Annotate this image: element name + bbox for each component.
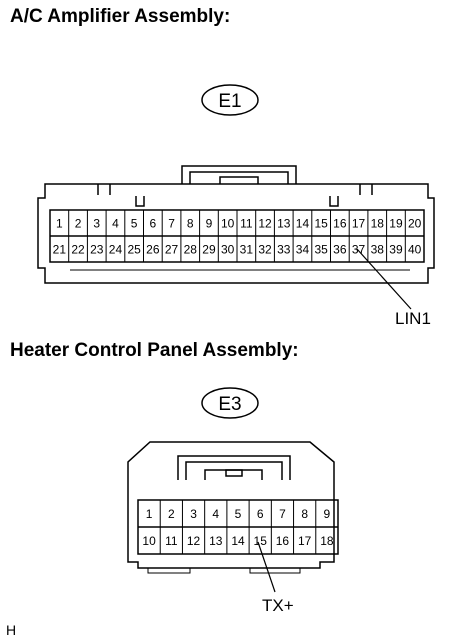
callout-txplus-label: TX+ [262, 596, 294, 615]
pin-number-e1-40: 40 [408, 242, 422, 256]
pin-number-e1-11: 11 [240, 216, 253, 230]
connector-e3-title: Heater Control Panel Assembly: [10, 340, 299, 361]
pin-number-e1-39: 39 [389, 242, 403, 256]
pin-number-e3-1: 1 [146, 507, 153, 521]
connector-e1-latch [181, 165, 297, 184]
connector-e3-code: E3 [218, 394, 241, 415]
pin-number-e1-4: 4 [112, 216, 119, 230]
footer-mark: H [6, 622, 17, 638]
pin-number-e3-4: 4 [212, 507, 219, 521]
pin-number-e3-2: 2 [168, 507, 175, 521]
pin-number-e1-20: 20 [408, 216, 422, 230]
pin-number-e3-17: 17 [298, 534, 312, 548]
pin-number-e1-27: 27 [165, 242, 179, 256]
pin-number-e1-19: 19 [389, 216, 403, 230]
connector-e1-body [37, 183, 435, 284]
pin-number-e1-1: 1 [56, 216, 63, 230]
pin-number-e1-37: 37 [352, 242, 366, 256]
pin-number-e1-24: 24 [109, 242, 123, 256]
connector-e3 [127, 387, 339, 574]
connector-e3-body [127, 441, 335, 569]
connector-e3-bottom-guides [147, 568, 301, 574]
pin-number-e1-31: 31 [240, 242, 254, 256]
pin-number-e1-38: 38 [371, 242, 385, 256]
pin-number-e1-23: 23 [90, 242, 104, 256]
pin-number-e1-30: 30 [221, 242, 235, 256]
pin-number-e1-12: 12 [258, 216, 272, 230]
callout-txplus-leader [257, 541, 276, 593]
pin-number-e1-16: 16 [333, 216, 347, 230]
pin-number-e1-9: 9 [206, 216, 213, 230]
connector-e3-badge [201, 387, 259, 419]
connector-e1-code: E1 [218, 91, 241, 112]
pin-number-e3-5: 5 [235, 507, 242, 521]
callout-lin1-label: LIN1 [395, 309, 431, 328]
pin-number-e3-3: 3 [190, 507, 197, 521]
pin-number-e1-14: 14 [296, 216, 310, 230]
callout-lin1-leader [356, 248, 412, 310]
pin-number-e1-17: 17 [352, 216, 366, 230]
pin-number-e3-6: 6 [257, 507, 264, 521]
pin-number-e3-16: 16 [276, 534, 290, 548]
pin-number-e3-8: 8 [301, 507, 308, 521]
pin-number-e3-14: 14 [231, 534, 245, 548]
connector-e1-badge [201, 84, 259, 116]
pin-number-e1-32: 32 [258, 242, 272, 256]
pin-number-e3-18: 18 [320, 534, 334, 548]
pin-number-e3-13: 13 [209, 534, 223, 548]
pin-number-e1-33: 33 [277, 242, 291, 256]
pin-number-e1-29: 29 [202, 242, 216, 256]
pin-number-e1-22: 22 [71, 242, 85, 256]
pin-number-e1-7: 7 [168, 216, 175, 230]
pin-number-e1-8: 8 [187, 216, 194, 230]
pin-number-e1-25: 25 [127, 242, 141, 256]
pin-number-e1-3: 3 [93, 216, 100, 230]
pin-number-e1-13: 13 [277, 216, 291, 230]
pin-number-e1-21: 21 [53, 242, 67, 256]
pin-number-e3-7: 7 [279, 507, 286, 521]
pin-number-e3-12: 12 [187, 534, 201, 548]
pin-number-e1-36: 36 [333, 242, 347, 256]
pin-number-e1-15: 15 [314, 216, 328, 230]
pin-number-e1-35: 35 [314, 242, 328, 256]
pin-number-e3-15: 15 [254, 534, 268, 548]
pin-number-e3-11: 11 [165, 534, 178, 548]
pin-number-e1-6: 6 [150, 216, 157, 230]
pin-number-e1-28: 28 [184, 242, 198, 256]
pin-number-e3-10: 10 [142, 534, 156, 548]
pin-number-e3-9: 9 [324, 507, 331, 521]
pin-number-e1-2: 2 [75, 216, 82, 230]
pin-number-e1-18: 18 [371, 216, 385, 230]
connector-e1-title: A/C Amplifier Assembly: [10, 6, 231, 27]
pin-number-e1-34: 34 [296, 242, 310, 256]
pin-number-e1-26: 26 [146, 242, 160, 256]
pin-number-e1-5: 5 [131, 216, 138, 230]
pin-number-e1-10: 10 [221, 216, 235, 230]
connector-e1-notches [97, 184, 373, 207]
